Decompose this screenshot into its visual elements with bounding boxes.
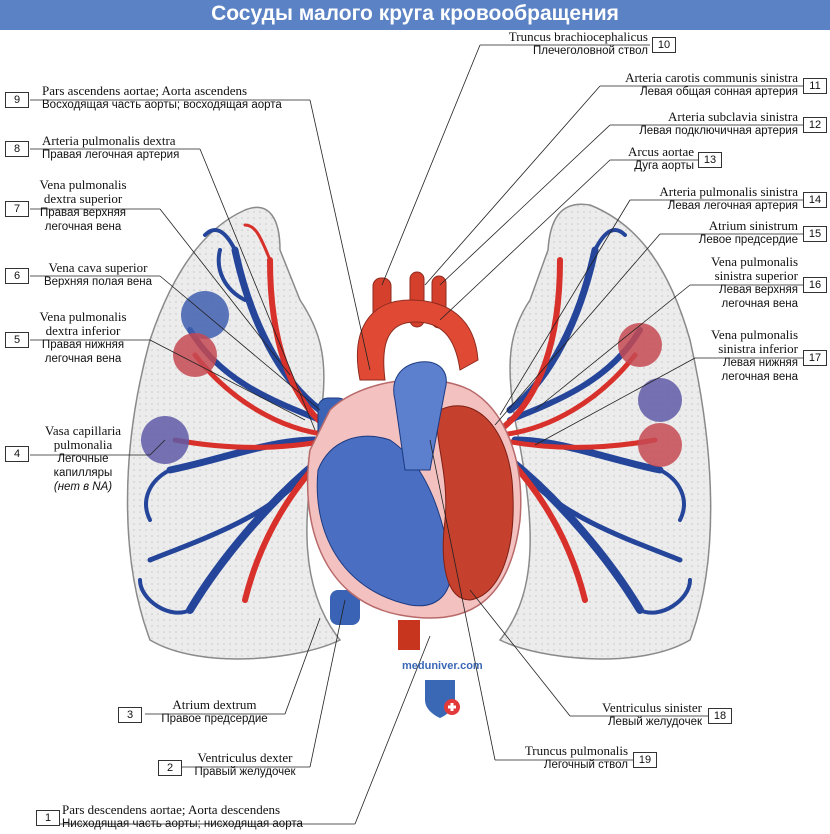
label-latin: Arcus aortae: [627, 144, 694, 159]
label-11: Arteria carotis communis sinistra Левая …: [560, 71, 798, 99]
label-number-15: 15: [803, 226, 827, 242]
label-latin: Ventriculus dexter: [197, 750, 293, 765]
label-latin: Arteria carotis communis sinistra: [625, 70, 798, 85]
label-russian: Левая нижняя легочная вена: [721, 357, 798, 383]
label-russian: Левый желудочек: [608, 716, 702, 728]
descending-aorta: [398, 620, 420, 650]
label-14: Arteria pulmonalis sinistra Левая легочн…: [600, 185, 798, 213]
label-number-8: 8: [5, 141, 29, 157]
label-number-19: 19: [633, 752, 657, 768]
label-number-1: 1: [36, 810, 60, 826]
label-latin: Pars descendens aortae; Aorta descendens: [62, 802, 281, 817]
inferior-vena-cava: [330, 590, 360, 625]
meduniver-logo: [425, 680, 460, 718]
label-russian: Верхняя полая вена: [43, 276, 153, 288]
label-number-3: 3: [118, 707, 142, 723]
label-number-7: 7: [5, 201, 29, 217]
label-19: Truncus pulmonalis Легочный ствол: [490, 744, 628, 772]
label-russian: Левое предсердие: [698, 234, 798, 246]
aortic-arch: [356, 299, 479, 381]
leader-lines: [30, 44, 805, 825]
label-5: Vena pulmonalis dextra inferior Правая н…: [28, 310, 138, 366]
label-latin: Truncus pulmonalis: [524, 743, 628, 758]
label-latin: Atrium sinistrum: [708, 218, 798, 233]
label-russian: Правая верхняя легочная вена: [39, 207, 127, 233]
label-15: Atrium sinistrum Левое предсердие: [640, 219, 798, 247]
label-7: Vena pulmonalis dextra superior Правая в…: [28, 178, 138, 234]
label-number-16: 16: [803, 277, 827, 293]
label-latin: Truncus brachiocephalicus: [508, 29, 648, 44]
label-russian: Нисходящая часть аорты; нисходящая аорта: [62, 818, 303, 830]
label-latin: Arteria pulmonalis dextra: [42, 133, 176, 148]
label-8: Arteria pulmonalis dextra Правая легочна…: [42, 134, 232, 162]
label-number-17: 17: [803, 350, 827, 366]
label-latin: Vena pulmonalis sinistra superior: [710, 254, 798, 283]
label-16: Vena pulmonalis sinistra superior Левая …: [688, 255, 798, 311]
label-10: Truncus brachiocephalicus Плечеголовной …: [470, 30, 648, 58]
label-13: Arcus aortae Дуга аорты: [590, 145, 694, 173]
label-1: Pars descendens aortae; Aorta descendens…: [62, 803, 352, 831]
left-capillary-clusters: [618, 323, 682, 467]
label-russian: Правая легочная артерия: [42, 149, 180, 161]
left-lung: [498, 203, 712, 660]
label-number-11: 11: [803, 78, 827, 94]
label-russian: Легочный ствол: [543, 759, 628, 771]
left-ventricle: [436, 405, 514, 601]
watermark: meduniver.com: [402, 660, 483, 672]
label-latin: Vena cava superior: [48, 260, 148, 275]
label-number-18: 18: [708, 708, 732, 724]
label-12: Arteria subclavia sinistra Левая подключ…: [580, 110, 798, 138]
label-russian: Левая верхняя легочная вена: [719, 284, 798, 310]
page-title: Сосуды малого круга кровообращения: [211, 2, 619, 25]
label-russian: Плечеголовной ствол: [532, 45, 648, 57]
label-17: Vena pulmonalis sinistra inferior Левая …: [688, 328, 798, 384]
label-russian: Восходящая часть аорты; восходящая аорта: [42, 99, 282, 111]
label-russian: Легочные капилляры: [53, 453, 113, 479]
label-latin: Vasa capillaria pulmonalia: [44, 423, 122, 452]
label-number-2: 2: [158, 760, 182, 776]
label-latin: Atrium dextrum: [172, 697, 257, 712]
label-number-5: 5: [5, 332, 29, 348]
title-bar: [0, 0, 830, 30]
label-number-6: 6: [5, 268, 29, 284]
label-number-10: 10: [652, 37, 676, 53]
label-russian: Правый желудочек: [194, 766, 296, 778]
label-number-4: 4: [5, 446, 29, 462]
label-number-12: 12: [803, 117, 827, 133]
label-18: Ventriculus sinister Левый желудочек: [560, 701, 702, 729]
pulmonary-trunk: [393, 361, 447, 471]
label-russian: Левая подключичная артерия: [639, 125, 798, 137]
label-note: (нет в NA): [53, 481, 113, 493]
label-9: Pars ascendens aortae; Aorta ascendens В…: [42, 84, 332, 112]
label-6: Vena cava superior Верхняя полая вена: [28, 261, 168, 289]
label-russian: Дуга аорты: [634, 160, 694, 172]
label-4: Vasa capillaria pulmonalia Легочные капи…: [28, 424, 138, 494]
label-latin: Vena pulmonalis dextra superior: [39, 177, 127, 206]
label-latin: Pars ascendens aortae; Aorta ascendens: [42, 83, 248, 98]
label-2: Ventriculus dexter Правый желудочек: [180, 751, 310, 779]
label-latin: Arteria pulmonalis sinistra: [659, 184, 798, 199]
label-russian: Правое предсердие: [161, 713, 268, 725]
left-lung-vessels: [497, 228, 692, 615]
label-russian: Левая легочная артерия: [667, 200, 798, 212]
label-latin: Vena pulmonalis sinistra inferior: [710, 327, 798, 356]
label-number-14: 14: [803, 192, 827, 208]
label-3: Atrium dextrum Правое предсердие: [142, 698, 287, 726]
label-latin: Ventriculus sinister: [601, 700, 702, 715]
label-number-9: 9: [5, 92, 29, 108]
label-latin: Vena pulmonalis dextra inferior: [39, 309, 127, 338]
label-latin: Arteria subclavia sinistra: [668, 109, 798, 124]
label-number-13: 13: [698, 152, 722, 168]
label-russian: Левая общая сонная артерия: [640, 86, 798, 98]
label-russian: Правая нижняя легочная вена: [41, 339, 125, 365]
